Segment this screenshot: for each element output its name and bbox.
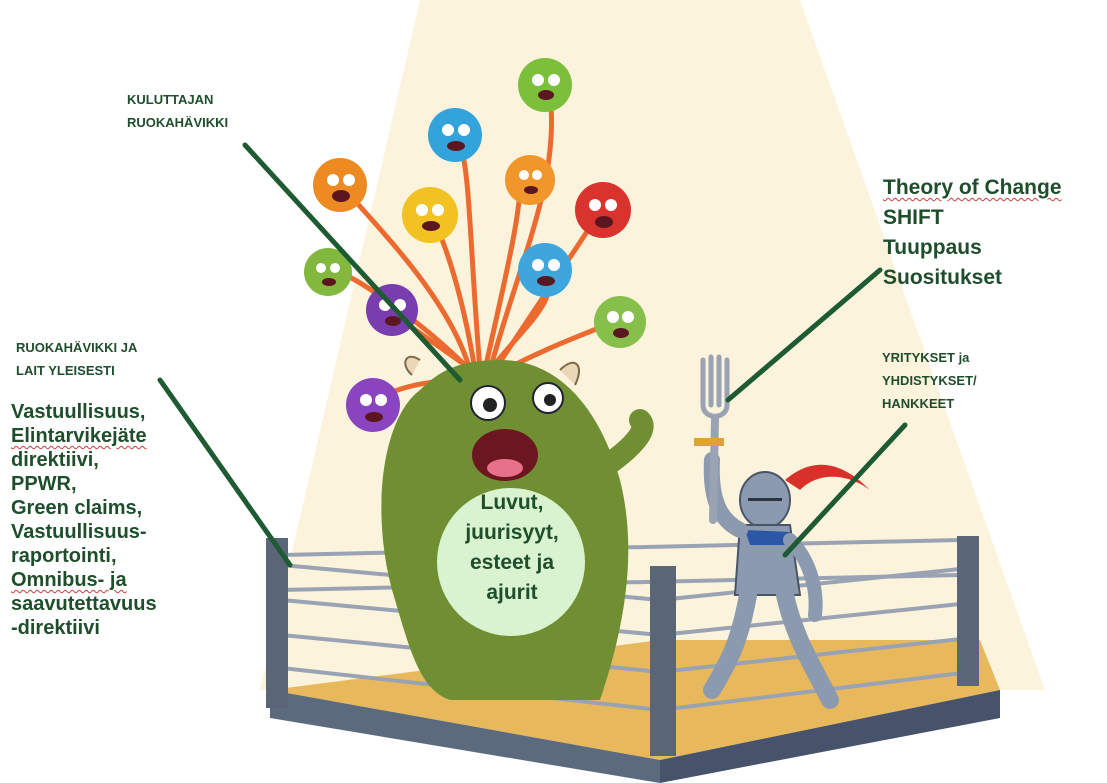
laws-list: Vastuullisuus, Elintarvikejäte direktiiv… <box>11 400 157 640</box>
center-circle-text: Luvut, juurisyyt, esteet ja ajurit <box>438 488 586 608</box>
companies-line1: YRITYKSET ja <box>882 346 977 369</box>
laws-item: PPWR, <box>11 472 157 496</box>
methods-item: Theory of Change <box>883 173 1062 203</box>
consumer-waste-line1: KULUTTAJAN <box>127 88 228 111</box>
consumer-waste-line2: RUOKAHÄVIKKI <box>127 111 228 134</box>
laws-label: RUOKAHÄVIKKI JA LAIT YLEISESTI <box>16 336 137 382</box>
laws-pointer <box>160 380 290 565</box>
center-line: ajurit <box>438 578 586 608</box>
laws-item: Vastuullisuus- <box>11 520 157 544</box>
center-line: esteet ja <box>438 548 586 578</box>
consumer-waste-label: KULUTTAJAN RUOKAHÄVIKKI <box>127 88 228 134</box>
companies-line3: HANKKEET <box>882 392 977 415</box>
laws-item: direktiivi, <box>11 448 157 472</box>
laws-line2: LAIT YLEISESTI <box>16 359 137 382</box>
laws-item: Vastuullisuus, <box>11 400 157 424</box>
center-line: juurisyyt, <box>438 518 586 548</box>
methods-list: Theory of Change SHIFT Tuuppaus Suosituk… <box>883 173 1062 293</box>
companies-line2: YHDISTYKSET/ <box>882 369 977 392</box>
methods-item: Suositukset <box>883 263 1062 293</box>
methods-item: SHIFT <box>883 203 1062 233</box>
laws-item: raportointi, <box>11 544 157 568</box>
laws-item: Green claims, <box>11 496 157 520</box>
companies-label: YRITYKSET ja YHDISTYKSET/ HANKKEET <box>882 346 977 415</box>
methods-item: Tuuppaus <box>883 233 1062 263</box>
laws-item: Elintarvikejäte <box>11 424 157 448</box>
laws-line1: RUOKAHÄVIKKI JA <box>16 336 137 359</box>
laws-item: saavutettavuus <box>11 592 157 616</box>
laws-item: Omnibus- ja <box>11 568 157 592</box>
center-line: Luvut, <box>438 488 586 518</box>
laws-item: -direktiivi <box>11 616 157 640</box>
